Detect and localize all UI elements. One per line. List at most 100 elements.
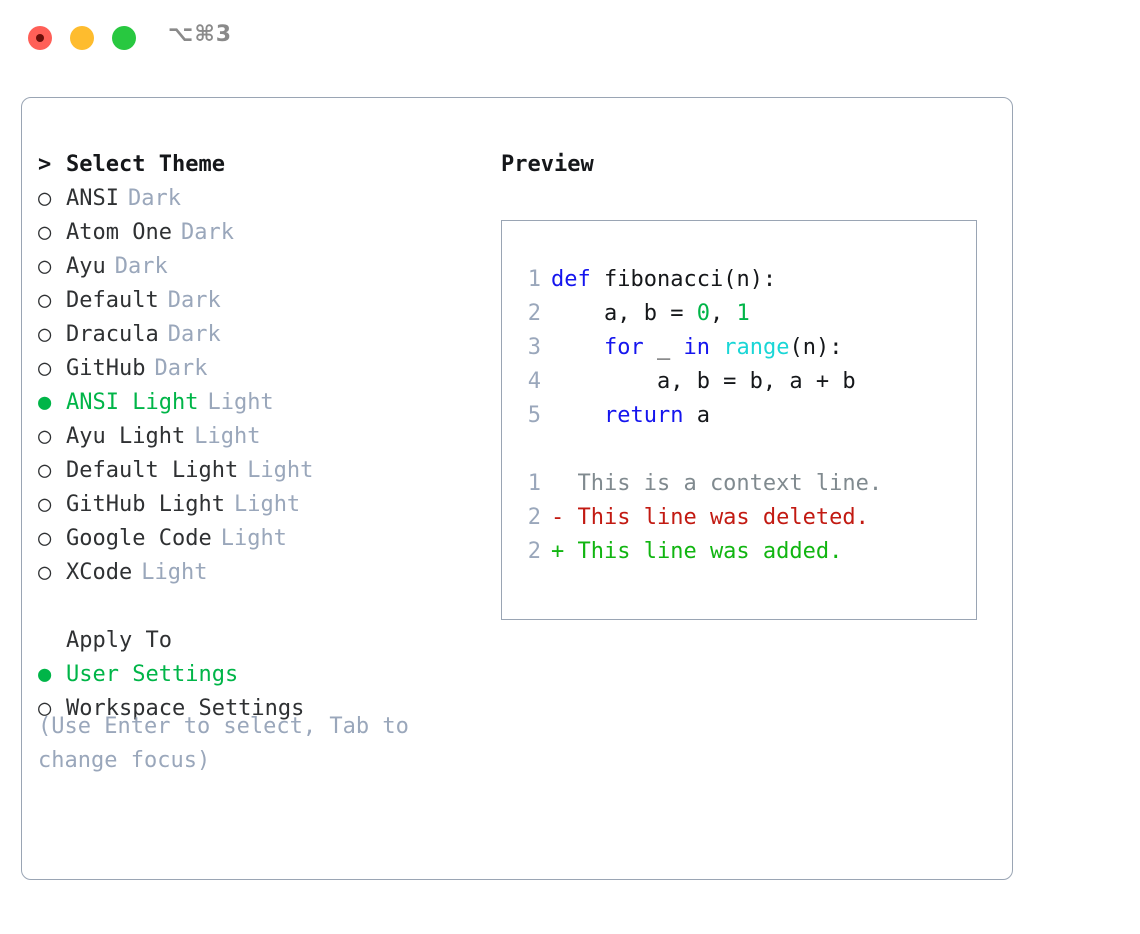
theme-list-item[interactable]: ○ Dracula Dark [38, 318, 478, 352]
theme-list-item[interactable]: ○ XCode Light [38, 556, 478, 590]
theme-name-label: Default Light [66, 458, 239, 483]
theme-variant-badge: Light [141, 560, 208, 585]
theme-list-item[interactable]: ● ANSI Light Light [38, 386, 478, 420]
keyboard-shortcut-label: ⌥⌘3 [168, 22, 233, 47]
theme-name-label: Default [66, 288, 159, 313]
theme-name-label: ANSI [66, 186, 119, 211]
line-number: 5 [527, 403, 541, 428]
code-token: return [603, 403, 684, 428]
radio-unselected-icon: ○ [38, 322, 52, 347]
radio-unselected-icon: ○ [38, 560, 52, 585]
help-line-2: change focus) [38, 748, 211, 773]
code-token: , [709, 301, 737, 326]
code-line: 2 a, b = 0, 1 [515, 297, 882, 331]
theme-list-item[interactable]: ○ Default Dark [38, 284, 478, 318]
caret-icon: > [38, 152, 52, 177]
radio-unselected-icon: ○ [38, 492, 52, 517]
radio-unselected-icon: ○ [38, 696, 52, 721]
apply-to-option[interactable]: ●User Settings [38, 658, 478, 692]
maximize-button[interactable] [112, 26, 136, 50]
code-blank-line [515, 433, 882, 467]
line-number: 1 [527, 267, 541, 292]
radio-unselected-icon: ○ [38, 186, 52, 211]
theme-variant-badge: Light [247, 458, 314, 483]
theme-variant-badge: Light [220, 526, 287, 551]
diff-line-text: - This line was deleted. [551, 505, 869, 530]
apply-to-option[interactable]: ○ Workspace Settings [38, 692, 478, 726]
theme-variant-badge: Dark [167, 288, 221, 313]
code-token: range [723, 335, 790, 360]
list-spacer [38, 590, 478, 624]
line-number: 3 [527, 335, 541, 360]
theme-list-item[interactable]: ○ Google Code Light [38, 522, 478, 556]
theme-name-label: Atom One [66, 220, 172, 245]
traffic-light-controls [28, 26, 136, 50]
window-titlebar: ⌥⌘3 [0, 0, 1140, 78]
code-token: fibonacci(n): [590, 267, 777, 292]
preview-title: Preview [501, 152, 594, 177]
blank-marker-icon [38, 624, 66, 658]
apply-to-options-list: ●User Settings ○ Workspace Settings [38, 658, 478, 726]
theme-name-label: GitHub Light [66, 492, 225, 517]
code-token: _ [643, 335, 684, 360]
theme-name-label: ANSI Light [66, 390, 199, 415]
code-token: 0 [696, 301, 710, 326]
code-token [551, 335, 604, 360]
theme-variant-badge: Light [207, 390, 274, 415]
theme-list-heading: > Select Theme [38, 148, 478, 182]
code-line: 4 a, b = b, a + b [515, 365, 882, 399]
theme-variant-badge: Dark [167, 322, 221, 347]
code-token: in [683, 335, 710, 360]
code-token: a [683, 403, 710, 428]
theme-name-label: XCode [66, 560, 133, 585]
radio-unselected-icon: ○ [38, 288, 52, 313]
diff-line: 2 - This line was deleted. [515, 501, 882, 535]
apply-to-option-label: User Settings [66, 662, 239, 687]
radio-unselected-icon: ○ [38, 220, 52, 245]
diff-line: 2+ This line was added. [515, 535, 882, 569]
theme-list-item[interactable]: ○ GitHub Dark [38, 352, 478, 386]
radio-unselected-icon: ○ [38, 254, 52, 279]
apply-to-heading: Apply To [38, 624, 478, 658]
diff-line: 1 This is a context line. [515, 467, 882, 501]
theme-variant-badge: Dark [154, 356, 208, 381]
apply-to-option-label: Workspace Settings [66, 696, 305, 721]
radio-unselected-icon: ○ [38, 356, 52, 381]
code-token [551, 403, 604, 428]
theme-name-label: Dracula [66, 322, 159, 347]
code-token: for [603, 335, 644, 360]
code-token: (n): [789, 335, 843, 360]
theme-list-item[interactable]: ○ Ayu Light Light [38, 420, 478, 454]
radio-selected-icon: ● [38, 390, 52, 415]
theme-name-label: Ayu [66, 254, 106, 279]
code-line: 5 return a [515, 399, 882, 433]
theme-name-label: GitHub [66, 356, 146, 381]
heading-label: Select Theme [66, 152, 225, 177]
line-number: 2 [527, 301, 541, 326]
line-number: 1 [527, 471, 541, 496]
line-number: 4 [527, 369, 541, 394]
radio-unselected-icon: ○ [38, 526, 52, 551]
theme-name-label: Google Code [66, 526, 212, 551]
code-token: a, b = b, a + b [551, 369, 856, 394]
recording-dot-icon [36, 34, 44, 42]
theme-variant-badge: Light [194, 424, 261, 449]
theme-name-label: Ayu Light [66, 424, 186, 449]
minimize-button[interactable] [70, 26, 94, 50]
close-button[interactable] [28, 26, 52, 50]
line-number: 2 [527, 505, 541, 530]
code-token [710, 335, 723, 360]
code-token: 1 [736, 301, 750, 326]
radio-unselected-icon: ○ [38, 424, 52, 449]
